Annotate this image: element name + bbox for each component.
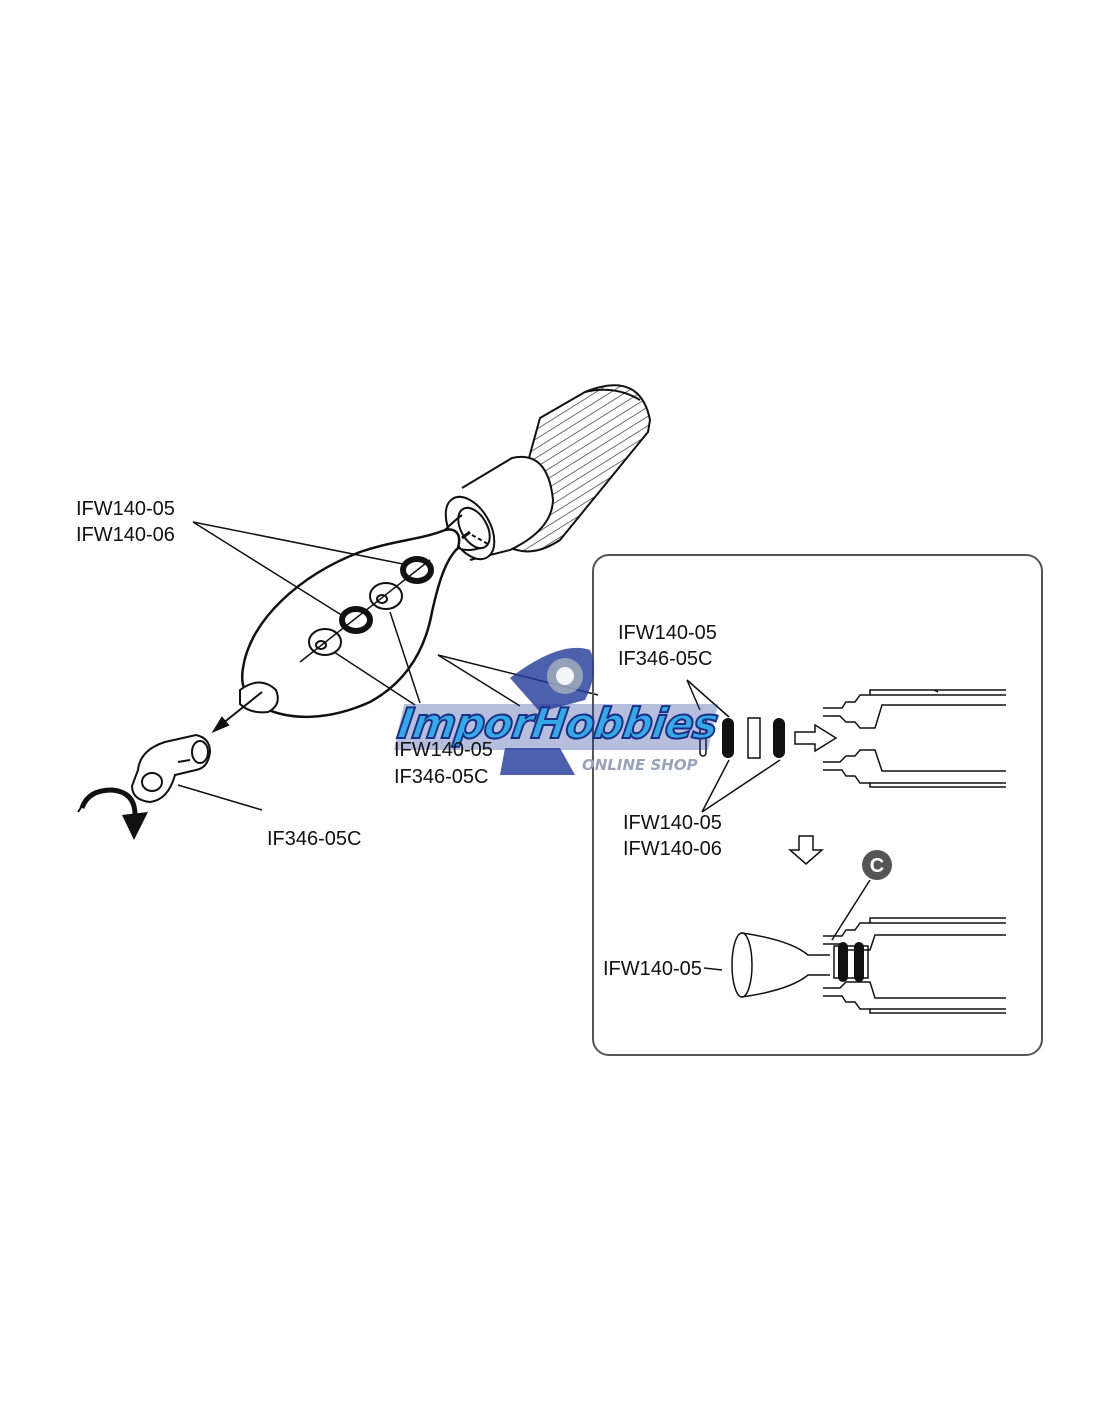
label-main-mid-2: IF346-05C (394, 766, 489, 788)
leader-lines-inset (686, 679, 781, 971)
inset-o-ring-2 (773, 718, 785, 758)
right-arrow-icon (794, 723, 838, 753)
detail-inset-box (592, 554, 1043, 1056)
shock-body (444, 384, 652, 561)
label-rod-end: IF346-05C (267, 828, 362, 850)
label-main-top-2: IFW140-06 (76, 524, 175, 546)
inset-o-ring-1 (722, 718, 734, 758)
insert-arrow-icon (211, 691, 263, 734)
assembled-cap (731, 932, 830, 998)
inset-ring-thin (699, 717, 707, 757)
watermark-tagline: ONLINE SHOP (582, 756, 698, 774)
badge-leader (831, 879, 871, 941)
label-inset-top-1: IFW140-05 (618, 622, 717, 644)
watermark-logo (394, 647, 718, 775)
rod-end (130, 733, 212, 804)
leader-lines-main (177, 521, 599, 811)
rotate-arrow-icon (77, 787, 148, 840)
spacer-top (369, 582, 403, 610)
end-cap (239, 681, 279, 714)
exploded-bubble (241, 514, 481, 719)
cylinder-section-top (823, 689, 1006, 788)
label-inset-top-2: IF346-05C (618, 648, 713, 670)
cylinder-section-bottom (823, 917, 1006, 1014)
label-main-mid-1: IFW140-05 (394, 739, 493, 761)
inset-spacer (747, 717, 761, 759)
label-main-top-1: IFW140-05 (76, 498, 175, 520)
down-arrow-icon (788, 835, 824, 865)
inset-parts-row (699, 717, 785, 759)
label-inset-lower: IFW140-05 (603, 958, 702, 980)
o-ring-middle (339, 606, 373, 634)
badge-c: C (862, 850, 892, 880)
o-ring-top (400, 556, 434, 584)
label-inset-bottom-2: IFW140-06 (623, 838, 722, 860)
assembly-guide-line (299, 559, 431, 663)
installed-o-rings (833, 942, 869, 982)
svg-text:C: C (870, 855, 884, 877)
label-inset-bottom-1: IFW140-05 (623, 812, 722, 834)
